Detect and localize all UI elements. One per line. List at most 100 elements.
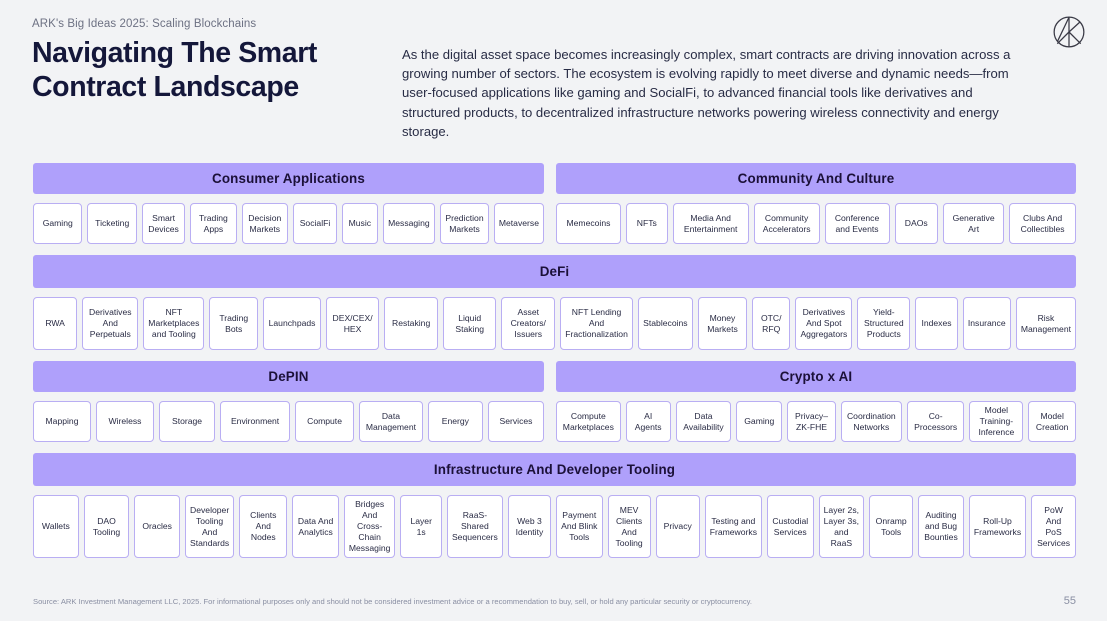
chip-mapping[interactable]: Mapping (33, 401, 91, 442)
chip-bridges-and-cross-chain-messaging[interactable]: Bridges And Cross- Chain Messaging (343, 495, 396, 558)
chip-money-markets[interactable]: Money Markets (697, 297, 748, 350)
chip-auditing-and-bug-bounties[interactable]: Auditing and Bug Bounties (918, 495, 964, 558)
section-infrastructure-and-developer-tooling: Infrastructure And Developer Tooling Wal… (33, 453, 1076, 558)
chip-data-availability[interactable]: Data Availability (675, 401, 732, 442)
chip-conference-and-events[interactable]: Conference and Events (824, 203, 890, 244)
chip-data-management[interactable]: Data Management (359, 401, 423, 442)
chip-messaging[interactable]: Messaging (382, 203, 436, 244)
section-depin: DePIN Mapping Wireless Storage Environme… (33, 361, 544, 442)
board-row-3: DePIN Mapping Wireless Storage Environme… (33, 361, 1076, 442)
section-consumer-applications: Consumer Applications Gaming Ticketing S… (33, 163, 544, 244)
chip-socialfi[interactable]: SocialFi (292, 203, 338, 244)
chip-asset-creators-issuers[interactable]: Asset Creators/ Issuers (501, 297, 556, 350)
chip-ticketing[interactable]: Ticketing (87, 203, 137, 244)
chip-otc-rfq[interactable]: OTC/ RFQ (752, 297, 791, 350)
chip-privacy[interactable]: Privacy (655, 495, 700, 558)
chip-payment-and-blink-tools[interactable]: Payment And Blink Tools (556, 495, 603, 558)
chip-insurance[interactable]: Insurance (962, 297, 1011, 350)
chip-raas-shared-sequencers[interactable]: RaaS-Shared Sequencers (446, 495, 503, 558)
chip-pow-and-pos-services[interactable]: PoW And PoS Services (1031, 495, 1076, 558)
board-row-2: DeFi RWA Derivatives And Perpetuals NFT … (33, 255, 1077, 350)
section-header-defi: DeFi (33, 255, 1076, 288)
chip-indexes[interactable]: Indexes (915, 297, 958, 350)
chip-clients-and-nodes[interactable]: Clients And Nodes (239, 495, 288, 558)
chip-prediction-markets[interactable]: Prediction Markets (440, 203, 489, 244)
chip-dao-tooling[interactable]: DAO Tooling (83, 495, 130, 558)
chip-privacy-zk-fhe[interactable]: Privacy– ZK-FHE (787, 401, 836, 442)
section-community-and-culture: Community And Culture Memecoins NFTs Med… (556, 163, 1077, 244)
chip-memecoins[interactable]: Memecoins (556, 203, 621, 244)
chip-nfts[interactable]: NFTs (625, 203, 668, 244)
chip-onramp-tools[interactable]: Onramp Tools (869, 495, 914, 558)
section-crypto-x-ai: Crypto x AI Compute Marketplaces AI Agen… (556, 361, 1076, 442)
section-header-depin: DePIN (33, 361, 544, 392)
chip-oracles[interactable]: Oracles (134, 495, 181, 558)
chip-energy[interactable]: Energy (427, 401, 483, 442)
chip-restaking[interactable]: Restaking (384, 297, 439, 350)
board-row-4: Infrastructure And Developer Tooling Wal… (33, 453, 1076, 558)
chip-ai-agents[interactable]: AI Agents (625, 401, 671, 442)
chip-co-processors[interactable]: Co- Processors (906, 401, 965, 442)
chip-community-accelerators[interactable]: Community Accelerators (753, 203, 820, 244)
chip-compute-marketplaces[interactable]: Compute Marketplaces (556, 401, 621, 442)
chip-decision-markets[interactable]: Decision Markets (241, 203, 288, 244)
chip-developer-tooling-and-standards[interactable]: Developer Tooling And Standards (185, 495, 235, 558)
chip-model-training-inference[interactable]: Model Training- Inference (969, 401, 1024, 442)
chip-model-creation[interactable]: Model Creation (1028, 401, 1076, 442)
chip-stablecoins[interactable]: Stablecoins (637, 297, 693, 350)
chip-compute[interactable]: Compute (295, 401, 355, 442)
source-note: Source: ARK Investment Management LLC, 2… (33, 597, 752, 607)
section-defi: DeFi RWA Derivatives And Perpetuals NFT … (33, 255, 1077, 350)
chip-derivatives-and-perpetuals[interactable]: Derivatives And Perpetuals (82, 297, 139, 350)
chip-data-and-analytics[interactable]: Data And Analytics (292, 495, 339, 558)
chip-gaming-ai[interactable]: Gaming (736, 401, 783, 442)
chip-environment[interactable]: Environment (220, 401, 291, 442)
chip-list-consumer-applications: Gaming Ticketing Smart Devices Trading A… (33, 203, 544, 244)
chip-yield-structured-products[interactable]: Yield- Structured Products (857, 297, 911, 350)
chip-trading-bots[interactable]: Trading Bots (209, 297, 259, 350)
intro-paragraph: As the digital asset space becomes incre… (402, 47, 1011, 139)
chip-liquid-staking[interactable]: Liquid Staking (443, 297, 497, 350)
slide-footer: Source: ARK Investment Management LLC, 2… (33, 595, 1076, 607)
ark-invest-logo-icon (1051, 14, 1087, 50)
chip-music[interactable]: Music (342, 203, 378, 244)
chip-storage[interactable]: Storage (159, 401, 216, 442)
chip-layer-2s-layer-3s-and-raas[interactable]: Layer 2s, Layer 3s, and RaaS (818, 495, 865, 558)
chip-wallets[interactable]: Wallets (33, 495, 79, 558)
chip-rwa[interactable]: RWA (33, 297, 78, 350)
eyebrow-label: ARK's Big Ideas 2025: Scaling Blockchain… (32, 18, 257, 30)
chip-services[interactable]: Services (487, 401, 544, 442)
board-row-1: Consumer Applications Gaming Ticketing S… (33, 163, 1077, 244)
chip-launchpads[interactable]: Launchpads (263, 297, 322, 350)
chip-derivatives-and-spot-aggregators[interactable]: Derivatives And Spot Aggregators (795, 297, 853, 350)
chip-media-and-entertainment[interactable]: Media And Entertainment (672, 203, 749, 244)
chip-custodial-services[interactable]: Custodial Services (767, 495, 814, 558)
chip-clubs-and-collectibles[interactable]: Clubs And Collectibles (1009, 203, 1077, 244)
section-header-crypto-x-ai: Crypto x AI (556, 361, 1076, 392)
chip-trading-apps[interactable]: Trading Apps (190, 203, 237, 244)
chip-nft-marketplaces-and-tooling[interactable]: NFT Marketplaces and Tooling (143, 297, 205, 350)
chip-dex-cex-hex[interactable]: DEX/CEX/ HEX (326, 297, 380, 350)
chip-web-3-identity[interactable]: Web 3 Identity (507, 495, 552, 558)
chip-daos[interactable]: DAOs (894, 203, 939, 244)
chip-mev-clients-and-tooling[interactable]: MEV Clients And Tooling (607, 495, 651, 558)
page-number: 55 (1063, 595, 1076, 607)
chip-roll-up-frameworks[interactable]: Roll-Up Frameworks (968, 495, 1027, 558)
chip-wireless[interactable]: Wireless (96, 401, 154, 442)
page-title: Navigating The Smart Contract Landscape (32, 37, 317, 104)
chip-list-community-and-culture: Memecoins NFTs Media And Entertainment C… (556, 203, 1077, 244)
chip-nft-lending-and-fractionalization[interactable]: NFT Lending And Fractionalization (560, 297, 633, 350)
chip-testing-and-frameworks[interactable]: Testing and Frameworks (704, 495, 762, 558)
slide-header: ARK's Big Ideas 2025: Scaling Blockchain… (0, 0, 1107, 141)
chip-coordination-networks[interactable]: Coordination Networks (840, 401, 902, 442)
chip-metaverse[interactable]: Metaverse (493, 203, 544, 244)
chip-smart-devices[interactable]: Smart Devices (141, 203, 186, 244)
landscape-board: Consumer Applications Gaming Ticketing S… (33, 163, 1077, 569)
chip-gaming[interactable]: Gaming (33, 203, 83, 244)
section-header-community-and-culture: Community And Culture (556, 163, 1076, 194)
chip-list-crypto-x-ai: Compute Marketplaces AI Agents Data Avai… (556, 401, 1076, 442)
chip-layer-1s[interactable]: Layer 1s (400, 495, 442, 558)
chip-generative-art[interactable]: Generative Art (943, 203, 1005, 244)
chip-risk-management[interactable]: Risk Management (1015, 297, 1077, 350)
